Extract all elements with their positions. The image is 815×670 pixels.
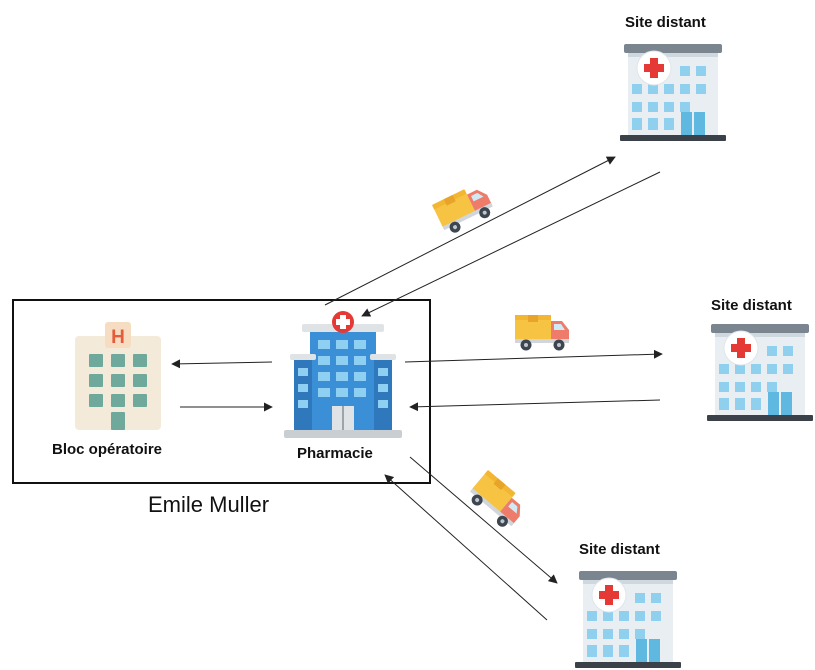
pharmacie-label: Pharmacie <box>297 445 373 462</box>
arrow-pharmacie-to-bloc <box>171 359 273 369</box>
arrow-pharmacie-to-site-right <box>404 349 663 363</box>
delivery-truck-icon <box>465 470 530 532</box>
hospital-icon-right <box>706 323 814 422</box>
arrow-pharmacie-to-site-top <box>324 156 616 306</box>
arrow-site-right-to-pharmacie <box>409 399 661 412</box>
delivery-truck-icon <box>515 315 569 351</box>
site-distant-right-label: Site distant <box>711 297 792 314</box>
hospital-icon-bottom <box>574 570 682 669</box>
site-distant-top-label: Site distant <box>625 14 706 31</box>
arrow-pharmacie-to-site-bottom <box>409 456 558 584</box>
pharmacy-building-icon <box>284 311 402 438</box>
arrow-site-top-to-pharmacie <box>361 171 661 317</box>
emile-muller-frame <box>12 299 431 484</box>
bloc-operatoire-label: Bloc opératoire <box>52 441 163 458</box>
svg-text:H: H <box>111 327 125 348</box>
emile-muller-label: Emile Muller <box>148 492 270 517</box>
delivery-truck-icon <box>432 181 497 237</box>
arrow-site-bottom-to-pharmacie <box>384 474 548 621</box>
hospital-building-icon: H <box>75 322 161 430</box>
site-distant-bottom-label: Site distant <box>579 541 660 558</box>
hospital-icon-top <box>619 43 727 142</box>
